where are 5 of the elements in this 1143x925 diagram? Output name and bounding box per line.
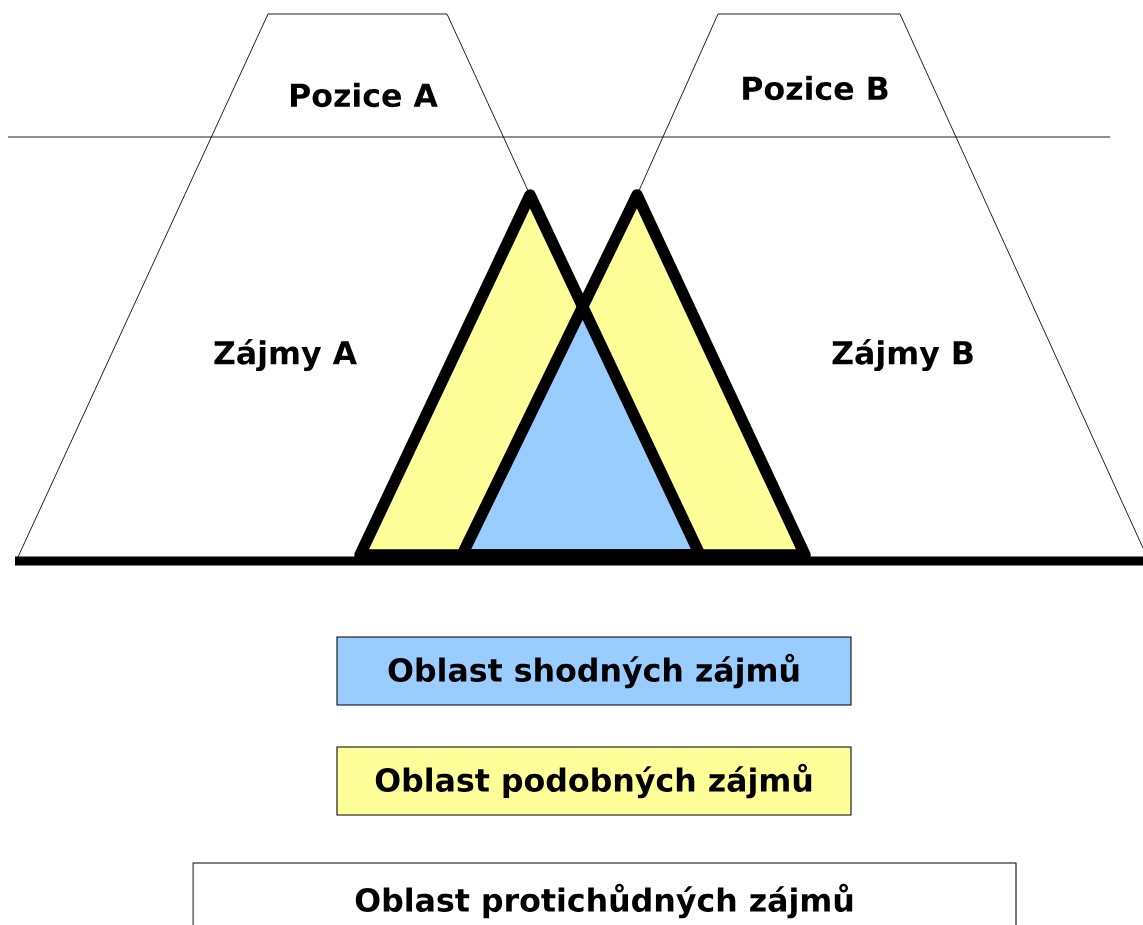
legend-box: Oblast protichůdných zájmů bbox=[192, 862, 1017, 925]
legend-box: Oblast shodných zájmů bbox=[336, 636, 852, 706]
trapezoid: Pozice A Zájmy A bbox=[17, 13, 531, 558]
trapezoid: Pozice B Zájmy B bbox=[636, 13, 1143, 549]
legend-box: Oblast podobných zájmů bbox=[336, 746, 852, 816]
